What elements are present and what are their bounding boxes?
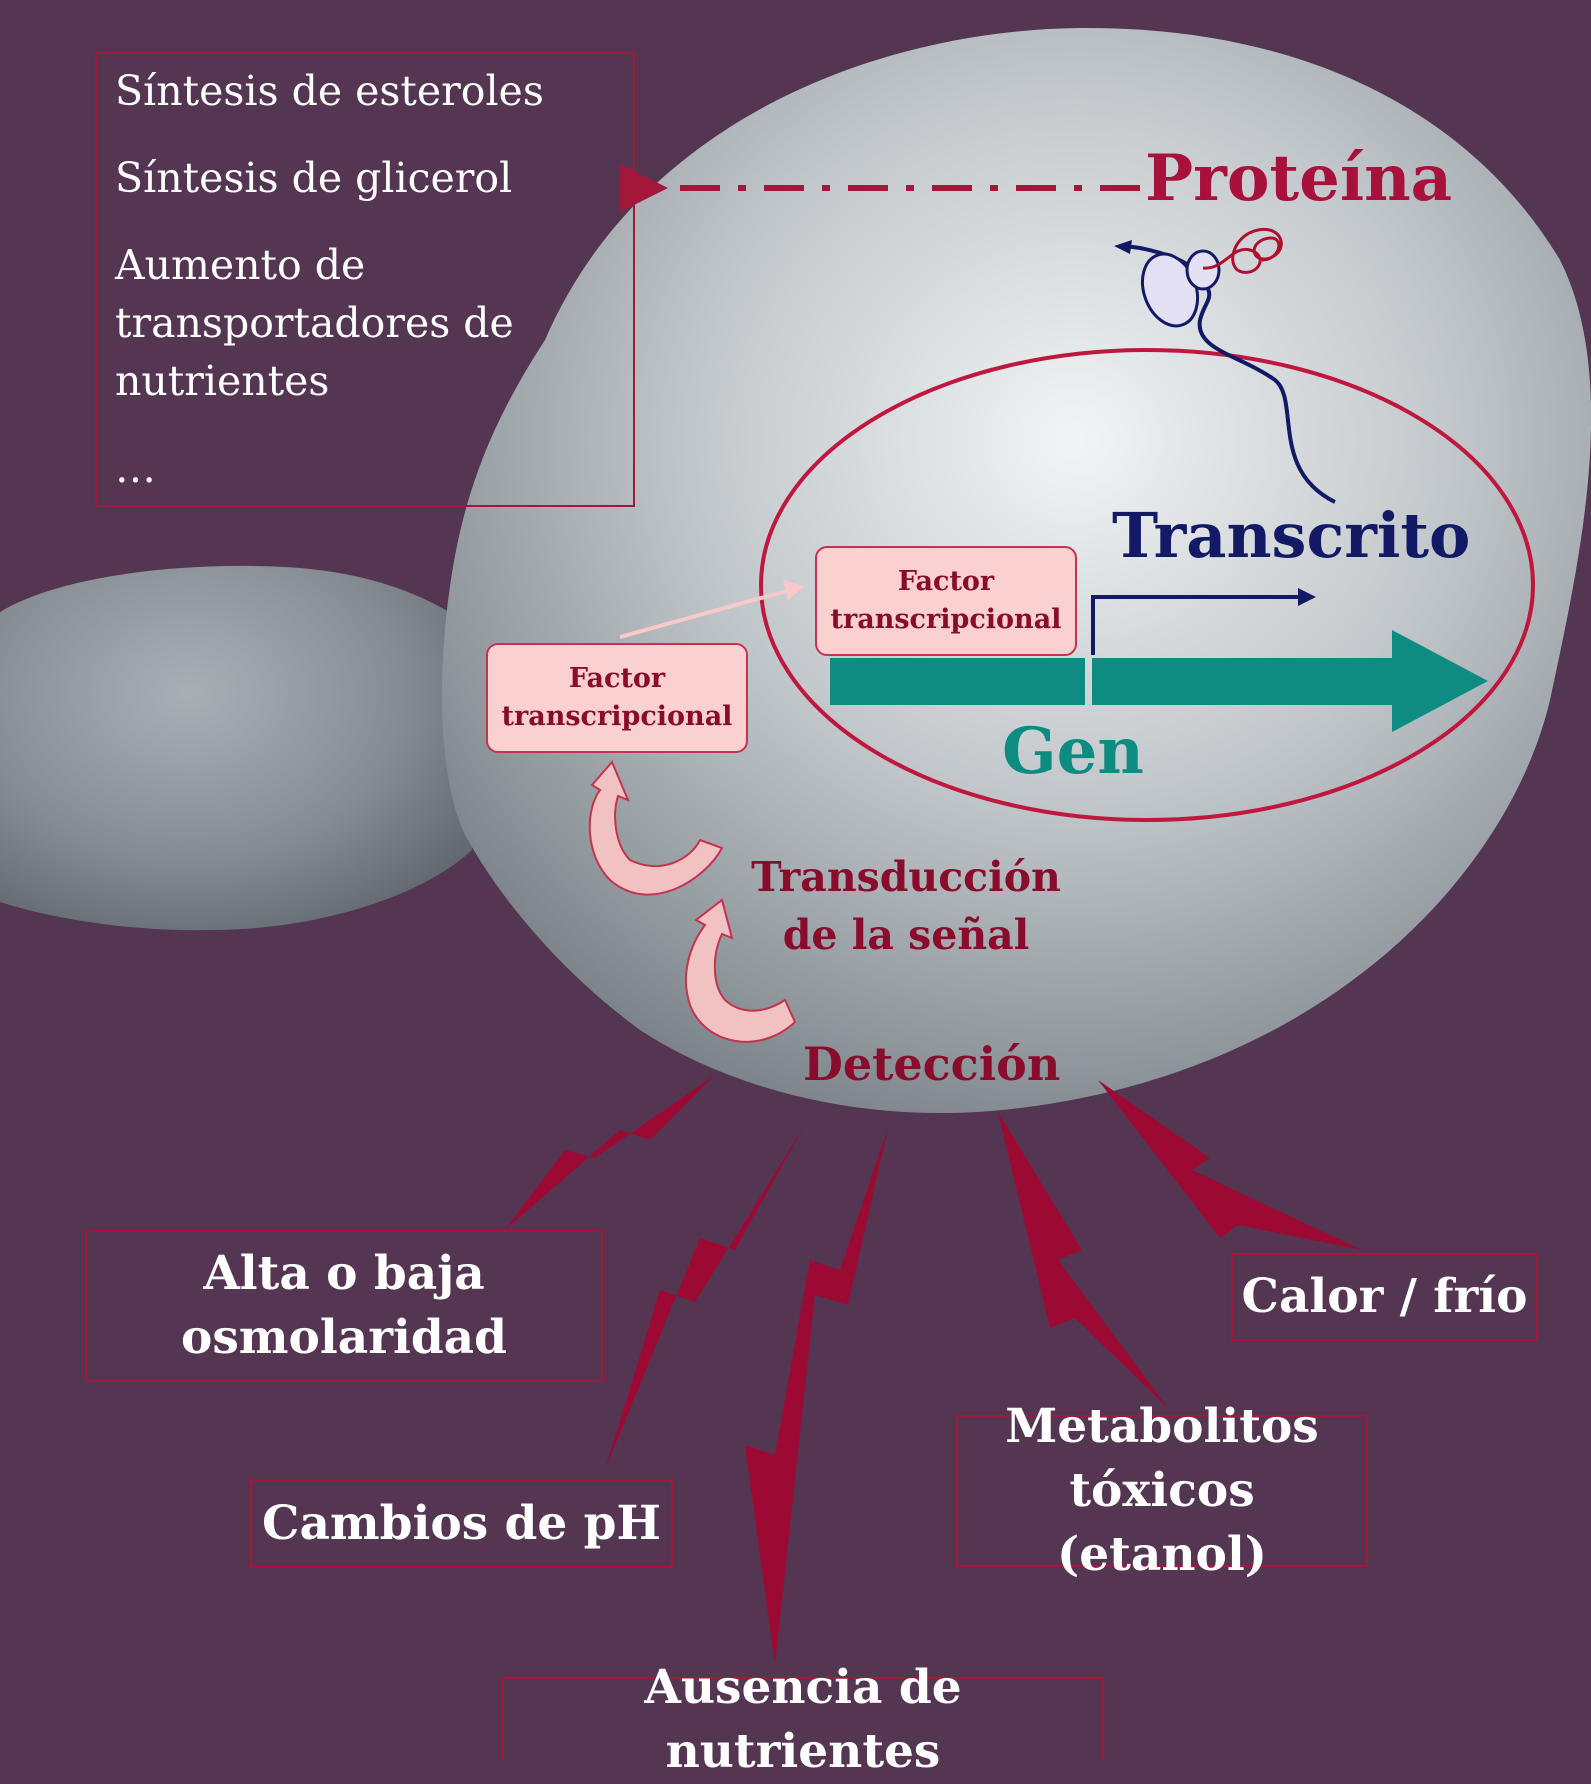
transcription-factor-cytoplasmic: Factor transcripcional [486,643,748,753]
metabolites-line1: Metabolitos [958,1395,1366,1459]
tf-cytoplasm-line2: transcripcional [502,698,733,736]
stress-nutrients: Ausencia de nutrientes [502,1677,1104,1760]
stress-temperature: Calor / frío [1231,1253,1538,1341]
gene-label: Gen [1002,715,1144,789]
tf-nuclear-line1: Factor [898,563,994,601]
tf-cytoplasm-line1: Factor [569,660,665,698]
stress-metabolites: Metabolitos tóxicos (etanol) [956,1415,1368,1567]
osmolarity-line2: osmolaridad [181,1306,507,1370]
osmolarity-line1: Alta o baja [181,1242,507,1306]
metabolites-line2: tóxicos (etanol) [958,1459,1366,1587]
lightning-osmolarity [505,1075,715,1230]
response-item-sterols: Síntesis de esteroles [115,62,633,120]
tf-nuclear-line2: transcripcional [831,601,1062,639]
lightning-temperature [1098,1080,1362,1250]
transcription-factor-nuclear: Factor transcripcional [815,546,1077,656]
stress-ph: Cambios de pH [250,1480,673,1568]
protein-label: Proteína [1145,142,1452,216]
transduction-label: Transducción de la señal [745,848,1067,964]
lightning-ph [605,1125,805,1470]
lightning-metabolites [998,1112,1168,1408]
yeast-bud [0,566,472,930]
transduction-line2: de la señal [745,906,1067,964]
response-item-transporters: Aumento de transportadores de nutrientes [115,236,633,410]
gene-promoter [830,658,1085,705]
stress-osmolarity: Alta o baja osmolaridad [85,1230,603,1382]
transcript-label: Transcrito [1112,500,1470,571]
lightning-nutrients [745,1128,888,1665]
response-item-ellipsis: … [115,439,633,497]
response-item-glycerol: Síntesis de glicerol [115,149,633,207]
transduction-line1: Transducción [745,848,1067,906]
response-box: Síntesis de esteroles Síntesis de glicer… [95,52,635,507]
ribosome-small [1187,251,1219,289]
detection-label: Detección [803,1038,1060,1091]
